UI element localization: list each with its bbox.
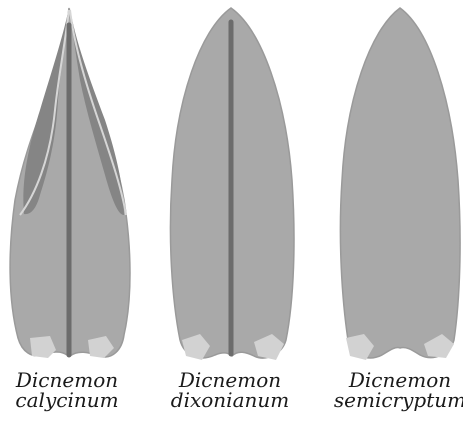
leaf-semicryptum-blade <box>340 8 460 358</box>
leaf-dixonianum <box>170 8 294 360</box>
caption-dixonianum: Dicnemon dixonianum <box>155 370 305 410</box>
caption-dixonianum-genus: Dicnemon <box>155 370 305 390</box>
caption-dixonianum-epithet: dixonianum <box>155 390 305 410</box>
leaf-calycinum <box>10 8 130 358</box>
caption-calycinum: Dicnemon calycinum <box>0 370 142 410</box>
leaf-semicryptum <box>340 8 460 360</box>
caption-calycinum-genus: Dicnemon <box>0 370 142 390</box>
caption-calycinum-epithet: calycinum <box>0 390 142 410</box>
caption-semicryptum-epithet: semicryptum <box>325 390 463 410</box>
caption-semicryptum-genus: Dicnemon <box>325 370 463 390</box>
caption-semicryptum: Dicnemon semicryptum <box>325 370 463 410</box>
